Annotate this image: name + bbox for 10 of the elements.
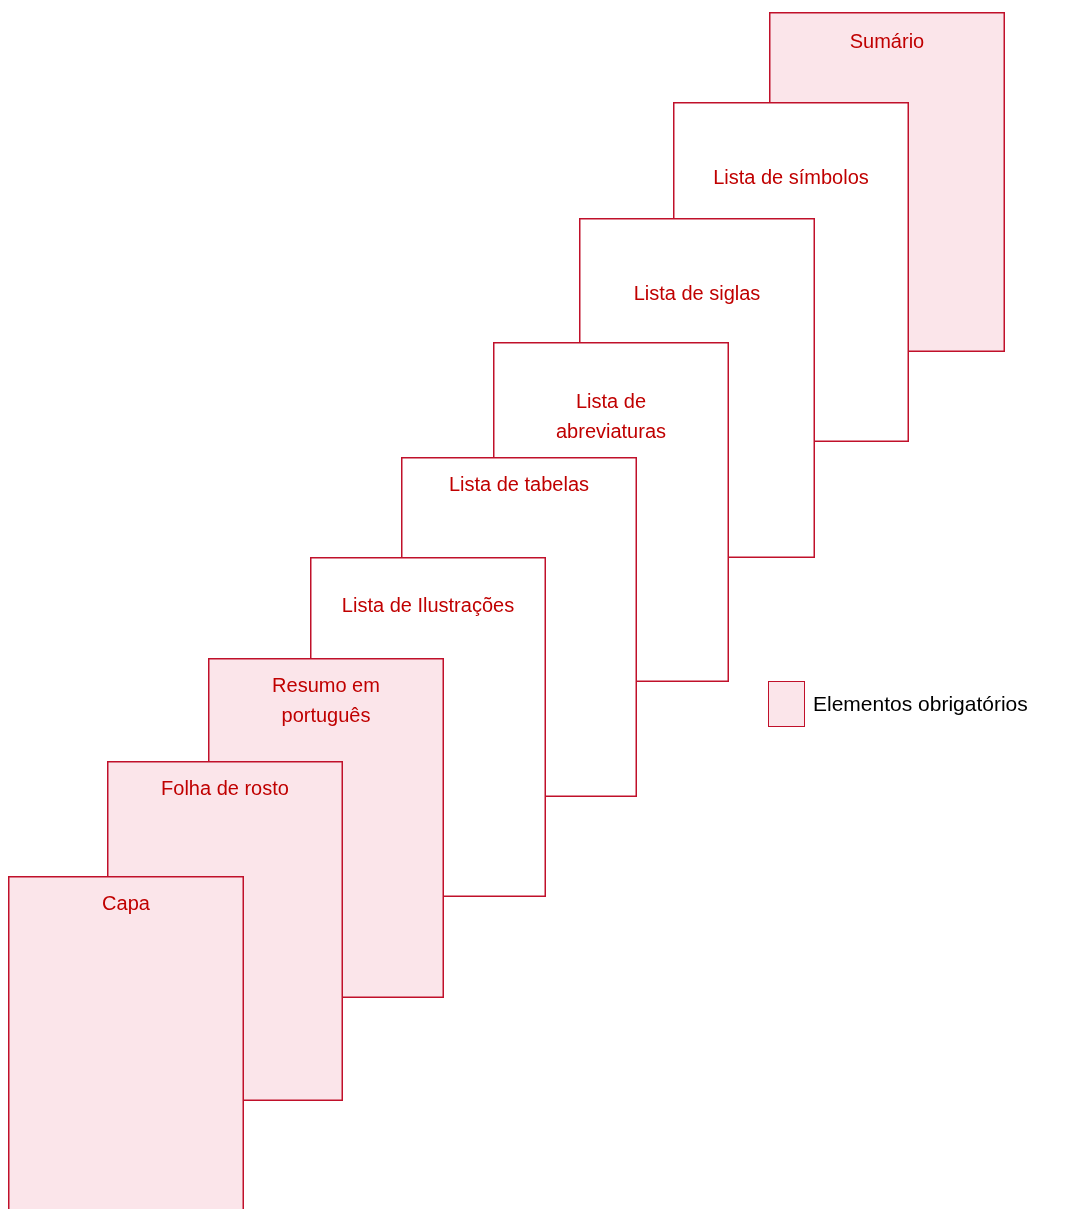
page-title: Lista de abreviaturas xyxy=(554,389,668,444)
page-title: Lista de Ilustrações xyxy=(340,593,516,618)
page-title: Sumário xyxy=(848,29,926,54)
legend-text: Elementos obrigatórios xyxy=(813,692,1028,716)
page-title: Lista de símbolos xyxy=(712,165,870,190)
page-title: Folha de rosto xyxy=(160,776,290,801)
page-title: Lista de tabelas xyxy=(447,472,591,497)
page-title: Lista de siglas xyxy=(632,281,762,306)
page-title: Capa xyxy=(101,891,151,916)
page-title: Resumo em português xyxy=(271,673,381,728)
